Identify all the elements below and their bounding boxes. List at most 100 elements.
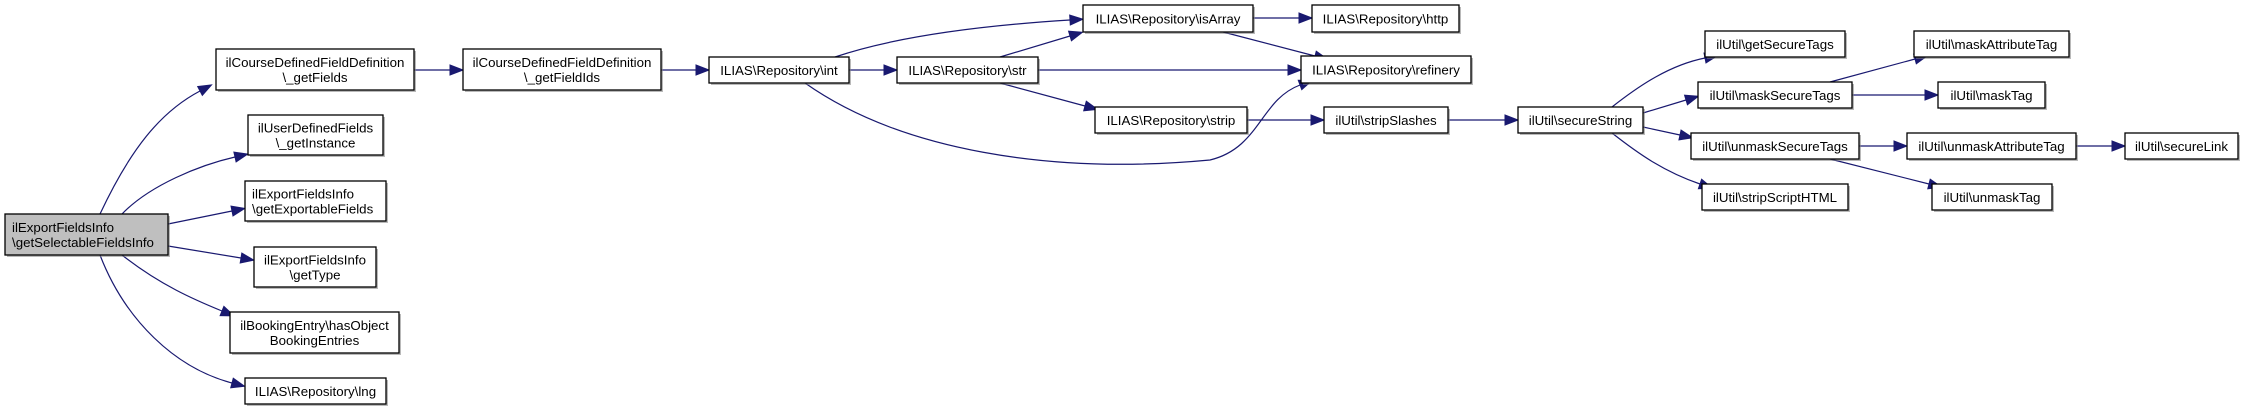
node-label-line: \getExportableFields — [252, 202, 374, 217]
node-getSecureTags[interactable]: ilUtil\getSecureTags — [1704, 30, 1847, 59]
node-box[interactable] — [1690, 132, 1860, 160]
node-maskAttributeTag[interactable]: ilUtil\maskAttributeTag — [1913, 30, 2071, 59]
edge-unmaskSecureTags-to-unmaskAttributeTag — [1859, 140, 1909, 152]
node-label-line: ILIAS\Repository\isArray — [1096, 12, 1241, 27]
node-label-line: ilUserDefinedFields — [258, 121, 374, 136]
edges-layer — [99, 12, 2127, 389]
node-box[interactable] — [1082, 4, 1254, 33]
node-box[interactable] — [1517, 106, 1644, 134]
node-root[interactable]: ilExportFieldsInfo\getSelectableFieldsIn… — [4, 213, 170, 257]
arrowhead-icon — [1678, 129, 1695, 141]
edge-getFieldIds-to-int — [661, 64, 711, 76]
node-unmaskSecureTags[interactable]: ilUtil\unmaskSecureTags — [1690, 132, 1861, 161]
node-box[interactable] — [229, 311, 400, 354]
node-label-line: ILIAS\Repository\str — [908, 63, 1027, 78]
node-maskSecureTags[interactable]: ilUtil\maskSecureTags — [1697, 81, 1854, 110]
edge-line — [167, 210, 233, 225]
node-isArray[interactable]: ILIAS\Repository\isArray — [1082, 4, 1255, 34]
node-getInstance[interactable]: ilUserDefinedFields\_getInstance — [247, 114, 385, 157]
node-secureLink[interactable]: ilUtil\secureLink — [2124, 132, 2240, 161]
arrowhead-icon — [196, 84, 213, 97]
node-label-line: ilExportFieldsInfo — [264, 253, 366, 268]
edge-line — [999, 35, 1071, 58]
arrowhead-icon — [1504, 114, 1520, 126]
edge-line — [1829, 158, 1930, 185]
node-label-line: ilUtil\stripScriptHTML — [1713, 190, 1837, 205]
node-box[interactable] — [1323, 106, 1449, 134]
node-box[interactable] — [4, 213, 169, 256]
node-label-line: ilUtil\maskTag — [1950, 88, 2032, 103]
node-lng[interactable]: ILIAS\Repository\lng — [244, 377, 388, 406]
arrowhead-icon — [695, 64, 711, 76]
node-label-line: \_getInstance — [276, 136, 356, 151]
arrowhead-icon — [883, 64, 899, 76]
node-box[interactable] — [253, 246, 377, 288]
node-label-line: ILIAS\Repository\int — [720, 63, 838, 78]
arrowhead-icon — [1893, 140, 1909, 152]
node-box[interactable] — [1931, 183, 2053, 211]
edge-maskSecureTags-to-maskTag — [1852, 89, 1940, 101]
arrowhead-icon — [1924, 89, 1940, 101]
edge-root-to-getType — [167, 245, 256, 264]
node-int[interactable]: ILIAS\Repository\int — [708, 56, 851, 85]
node-unmaskTag[interactable]: ilUtil\unmaskTag — [1931, 183, 2054, 212]
node-label-line: BookingEntries — [270, 333, 360, 348]
node-label-line: ilBookingEntry\hasObject — [240, 318, 389, 333]
node-box[interactable] — [462, 48, 662, 91]
node-getExportableFields[interactable]: ilExportFieldsInfo\getExportableFields — [244, 180, 388, 223]
node-secureString[interactable]: ilUtil\secureString — [1517, 106, 1645, 135]
edge-int-to-str — [849, 64, 899, 76]
edge-line — [1642, 99, 1687, 114]
arrowhead-icon — [2111, 140, 2127, 152]
edge-line — [121, 156, 236, 215]
node-http[interactable]: ILIAS\Repository\http — [1311, 4, 1461, 34]
node-box[interactable] — [1697, 81, 1853, 109]
node-label-line: ILIAS\Repository\refinery — [1312, 63, 1460, 78]
node-label-line: \getType — [289, 268, 340, 283]
node-box[interactable] — [1913, 30, 2070, 58]
arrowhead-icon — [239, 252, 256, 264]
node-unmaskAttributeTag[interactable]: ilUtil\unmaskAttributeTag — [1906, 132, 2078, 161]
nodes-layer: ilExportFieldsInfo\getSelectableFieldsIn… — [4, 4, 2240, 406]
node-box[interactable] — [244, 377, 387, 405]
arrowhead-icon — [230, 377, 246, 389]
node-box[interactable] — [1906, 132, 2077, 160]
node-str[interactable]: ILIAS\Repository\str — [896, 56, 1040, 85]
node-getFieldIds[interactable]: ilCourseDefinedFieldDefinition\_getField… — [462, 48, 663, 92]
node-box[interactable] — [708, 56, 850, 84]
edge-str-to-strip — [999, 82, 1099, 112]
arrowhead-icon — [1287, 64, 1303, 76]
node-box[interactable] — [2124, 132, 2239, 160]
node-box[interactable] — [247, 114, 384, 156]
node-box[interactable] — [1311, 4, 1460, 33]
edge-line — [99, 254, 233, 384]
node-box[interactable] — [215, 48, 415, 91]
node-box[interactable] — [896, 56, 1039, 84]
node-getFields[interactable]: ilCourseDefinedFieldDefinition\_getField… — [215, 48, 416, 92]
node-label-line: ilCourseDefinedFieldDefinition — [473, 55, 652, 70]
node-box[interactable] — [1701, 183, 1849, 211]
node-getType[interactable]: ilExportFieldsInfo\getType — [253, 246, 378, 289]
node-box[interactable] — [1937, 81, 2046, 109]
node-label-line: ilExportFieldsInfo — [252, 187, 354, 202]
arrowhead-icon — [1310, 114, 1326, 126]
arrowhead-icon — [230, 205, 247, 217]
node-box[interactable] — [1704, 30, 1846, 58]
edge-int-to-isArray — [834, 14, 1085, 58]
edge-line — [1611, 57, 1706, 108]
node-box[interactable] — [1300, 55, 1472, 84]
node-stripSlashes[interactable]: ilUtil\stripSlashes — [1323, 106, 1450, 135]
edge-line — [999, 82, 1086, 107]
arrowhead-icon — [1683, 94, 1700, 106]
edge-str-to-refinery — [1038, 64, 1303, 76]
node-label-line: ilUtil\unmaskSecureTags — [1702, 139, 1848, 154]
node-refinery[interactable]: ILIAS\Repository\refinery — [1300, 55, 1473, 85]
node-box[interactable] — [244, 180, 387, 222]
node-box[interactable] — [1094, 106, 1248, 134]
node-stripScriptHTML[interactable]: ilUtil\stripScriptHTML — [1701, 183, 1850, 212]
edge-line — [167, 245, 242, 259]
node-maskTag[interactable]: ilUtil\maskTag — [1937, 81, 2047, 110]
node-strip[interactable]: ILIAS\Repository\strip — [1094, 106, 1249, 135]
node-label-line: ILIAS\Repository\lng — [255, 384, 376, 399]
